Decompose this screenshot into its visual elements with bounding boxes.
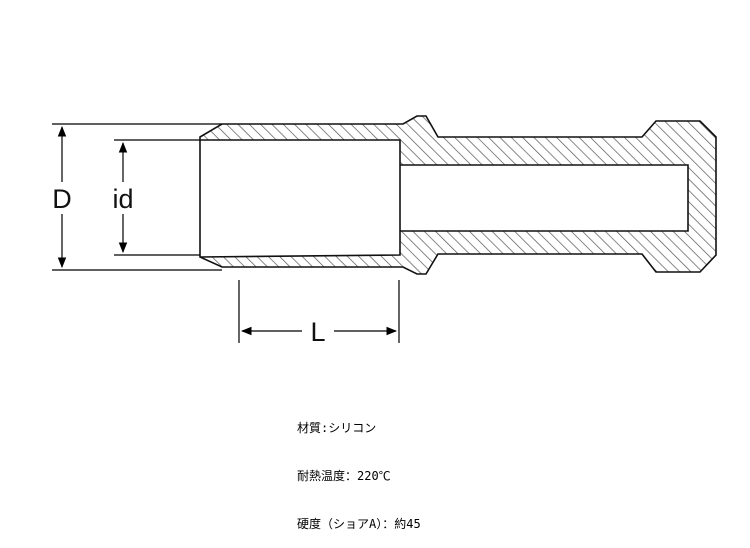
dimension-label-id: id bbox=[112, 184, 133, 214]
spec-material: 材質:シリコン bbox=[297, 421, 377, 435]
fitting-wall bbox=[199, 115, 717, 275]
spec-hardness: 硬度（ショアA）：約45 bbox=[297, 517, 421, 531]
spec-heat-resistance: 耐熱温度：220℃ bbox=[297, 469, 391, 483]
dimension-label-l: L bbox=[310, 317, 325, 347]
dimension-label-d: D bbox=[52, 184, 72, 214]
cross-section-drawing: D id L bbox=[52, 115, 717, 347]
spec-notes: 材質:シリコン 耐熱温度：220℃ 硬度（ショアA）：約45 bbox=[297, 388, 421, 548]
